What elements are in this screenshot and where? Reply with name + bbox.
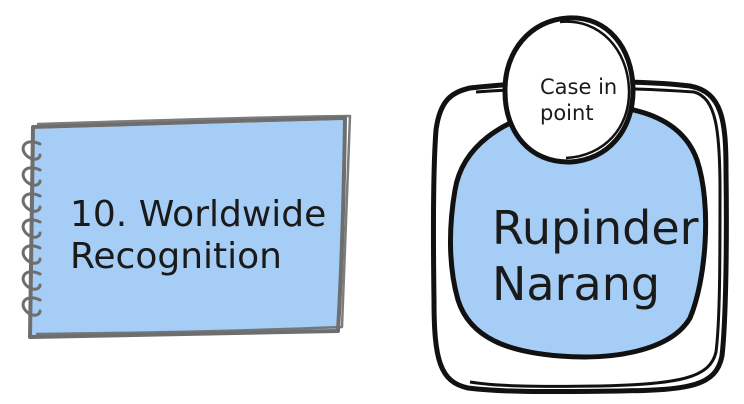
spiral-ring-1 [21,140,42,161]
person-name-line2: Narang [492,257,660,311]
spiral-ring-4 [21,218,42,239]
notebook-title-line1: 10. Worldwide [70,194,326,235]
case-bubble-overstroke [559,20,631,160]
notebook-border [28,116,347,339]
notebook-border-overstroke [35,114,352,336]
outer-frame-overstroke [469,86,722,388]
spiral-ring-2 [21,166,42,187]
bubble-text-line2: point [540,101,594,125]
outer-frame [430,79,729,395]
spiral-binding [21,140,42,317]
notebook-fill [30,120,344,335]
case-bubble [502,15,636,165]
spiral-ring-5 [21,244,42,265]
spiral-ring-7 [21,296,42,317]
spiral-ring-6 [21,270,42,291]
bubble-text-line1: Case in [540,75,617,99]
notebook-title-line2: Recognition [70,236,282,277]
spiral-ring-3 [21,192,42,213]
case-group: Case in point Rupinder Narang [430,15,729,395]
notebook-card: 10. Worldwide Recognition [21,114,352,339]
person-name-line1: Rupinder [492,201,699,255]
